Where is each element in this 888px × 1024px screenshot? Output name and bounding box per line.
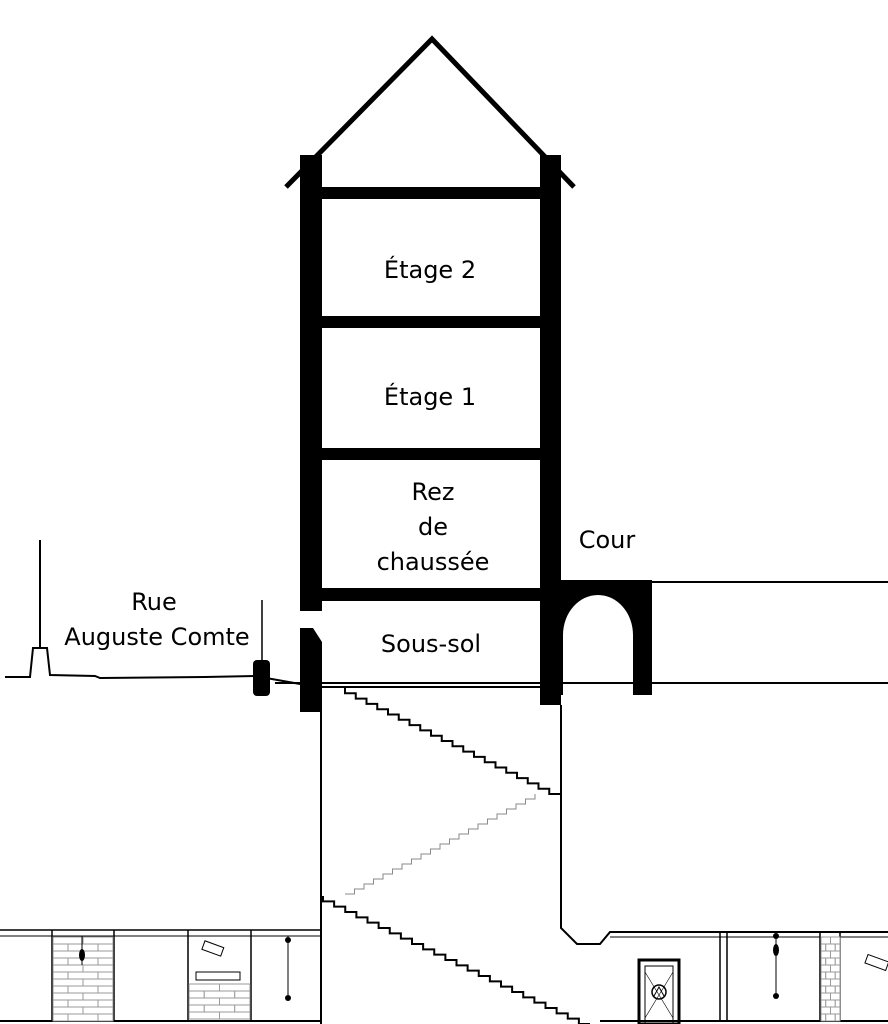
floor-rdc bbox=[300, 588, 561, 601]
floor-etage1 bbox=[300, 448, 561, 460]
roof bbox=[284, 35, 576, 189]
floor-attic bbox=[300, 187, 561, 199]
left-wall bbox=[300, 155, 322, 611]
label-sous-sol: Sous-sol bbox=[381, 630, 481, 658]
brick-pillar bbox=[188, 983, 251, 1020]
label-rdc-line-1: Rez bbox=[412, 478, 455, 506]
street-profile bbox=[5, 647, 301, 685]
label-rue-line-1: Rue bbox=[131, 588, 177, 616]
courtyard-arch bbox=[561, 580, 652, 695]
shaft-right-wall bbox=[560, 705, 888, 945]
floor-etage2 bbox=[300, 316, 561, 328]
stairs-middle bbox=[345, 794, 536, 895]
right-wall bbox=[540, 155, 561, 705]
hanging-lamp bbox=[773, 933, 779, 999]
label-etage-2: Étage 2 bbox=[384, 255, 476, 284]
hanging-lamp bbox=[79, 936, 85, 965]
label-rdc-line-3: chaussée bbox=[377, 548, 490, 576]
brick-pillar bbox=[52, 936, 114, 1022]
tunnel-sign bbox=[195, 940, 241, 981]
street-bollard bbox=[253, 660, 270, 696]
label-cour: Cour bbox=[579, 526, 636, 554]
label-rdc-line-2: de bbox=[418, 513, 448, 541]
brick-pillar bbox=[820, 936, 841, 1022]
stairs-lower bbox=[322, 896, 590, 1024]
tunnel-left bbox=[0, 929, 321, 1022]
tunnel-door bbox=[637, 958, 681, 1024]
tunnel-sign bbox=[864, 953, 888, 972]
hanging-lamp bbox=[285, 936, 291, 1001]
stairs-upper bbox=[344, 688, 560, 795]
basement-door-frame bbox=[300, 628, 322, 712]
label-etage-1: Étage 1 bbox=[384, 382, 476, 411]
label-rue-line-2: Auguste Comte bbox=[64, 623, 249, 651]
tunnel-right bbox=[600, 932, 888, 1024]
